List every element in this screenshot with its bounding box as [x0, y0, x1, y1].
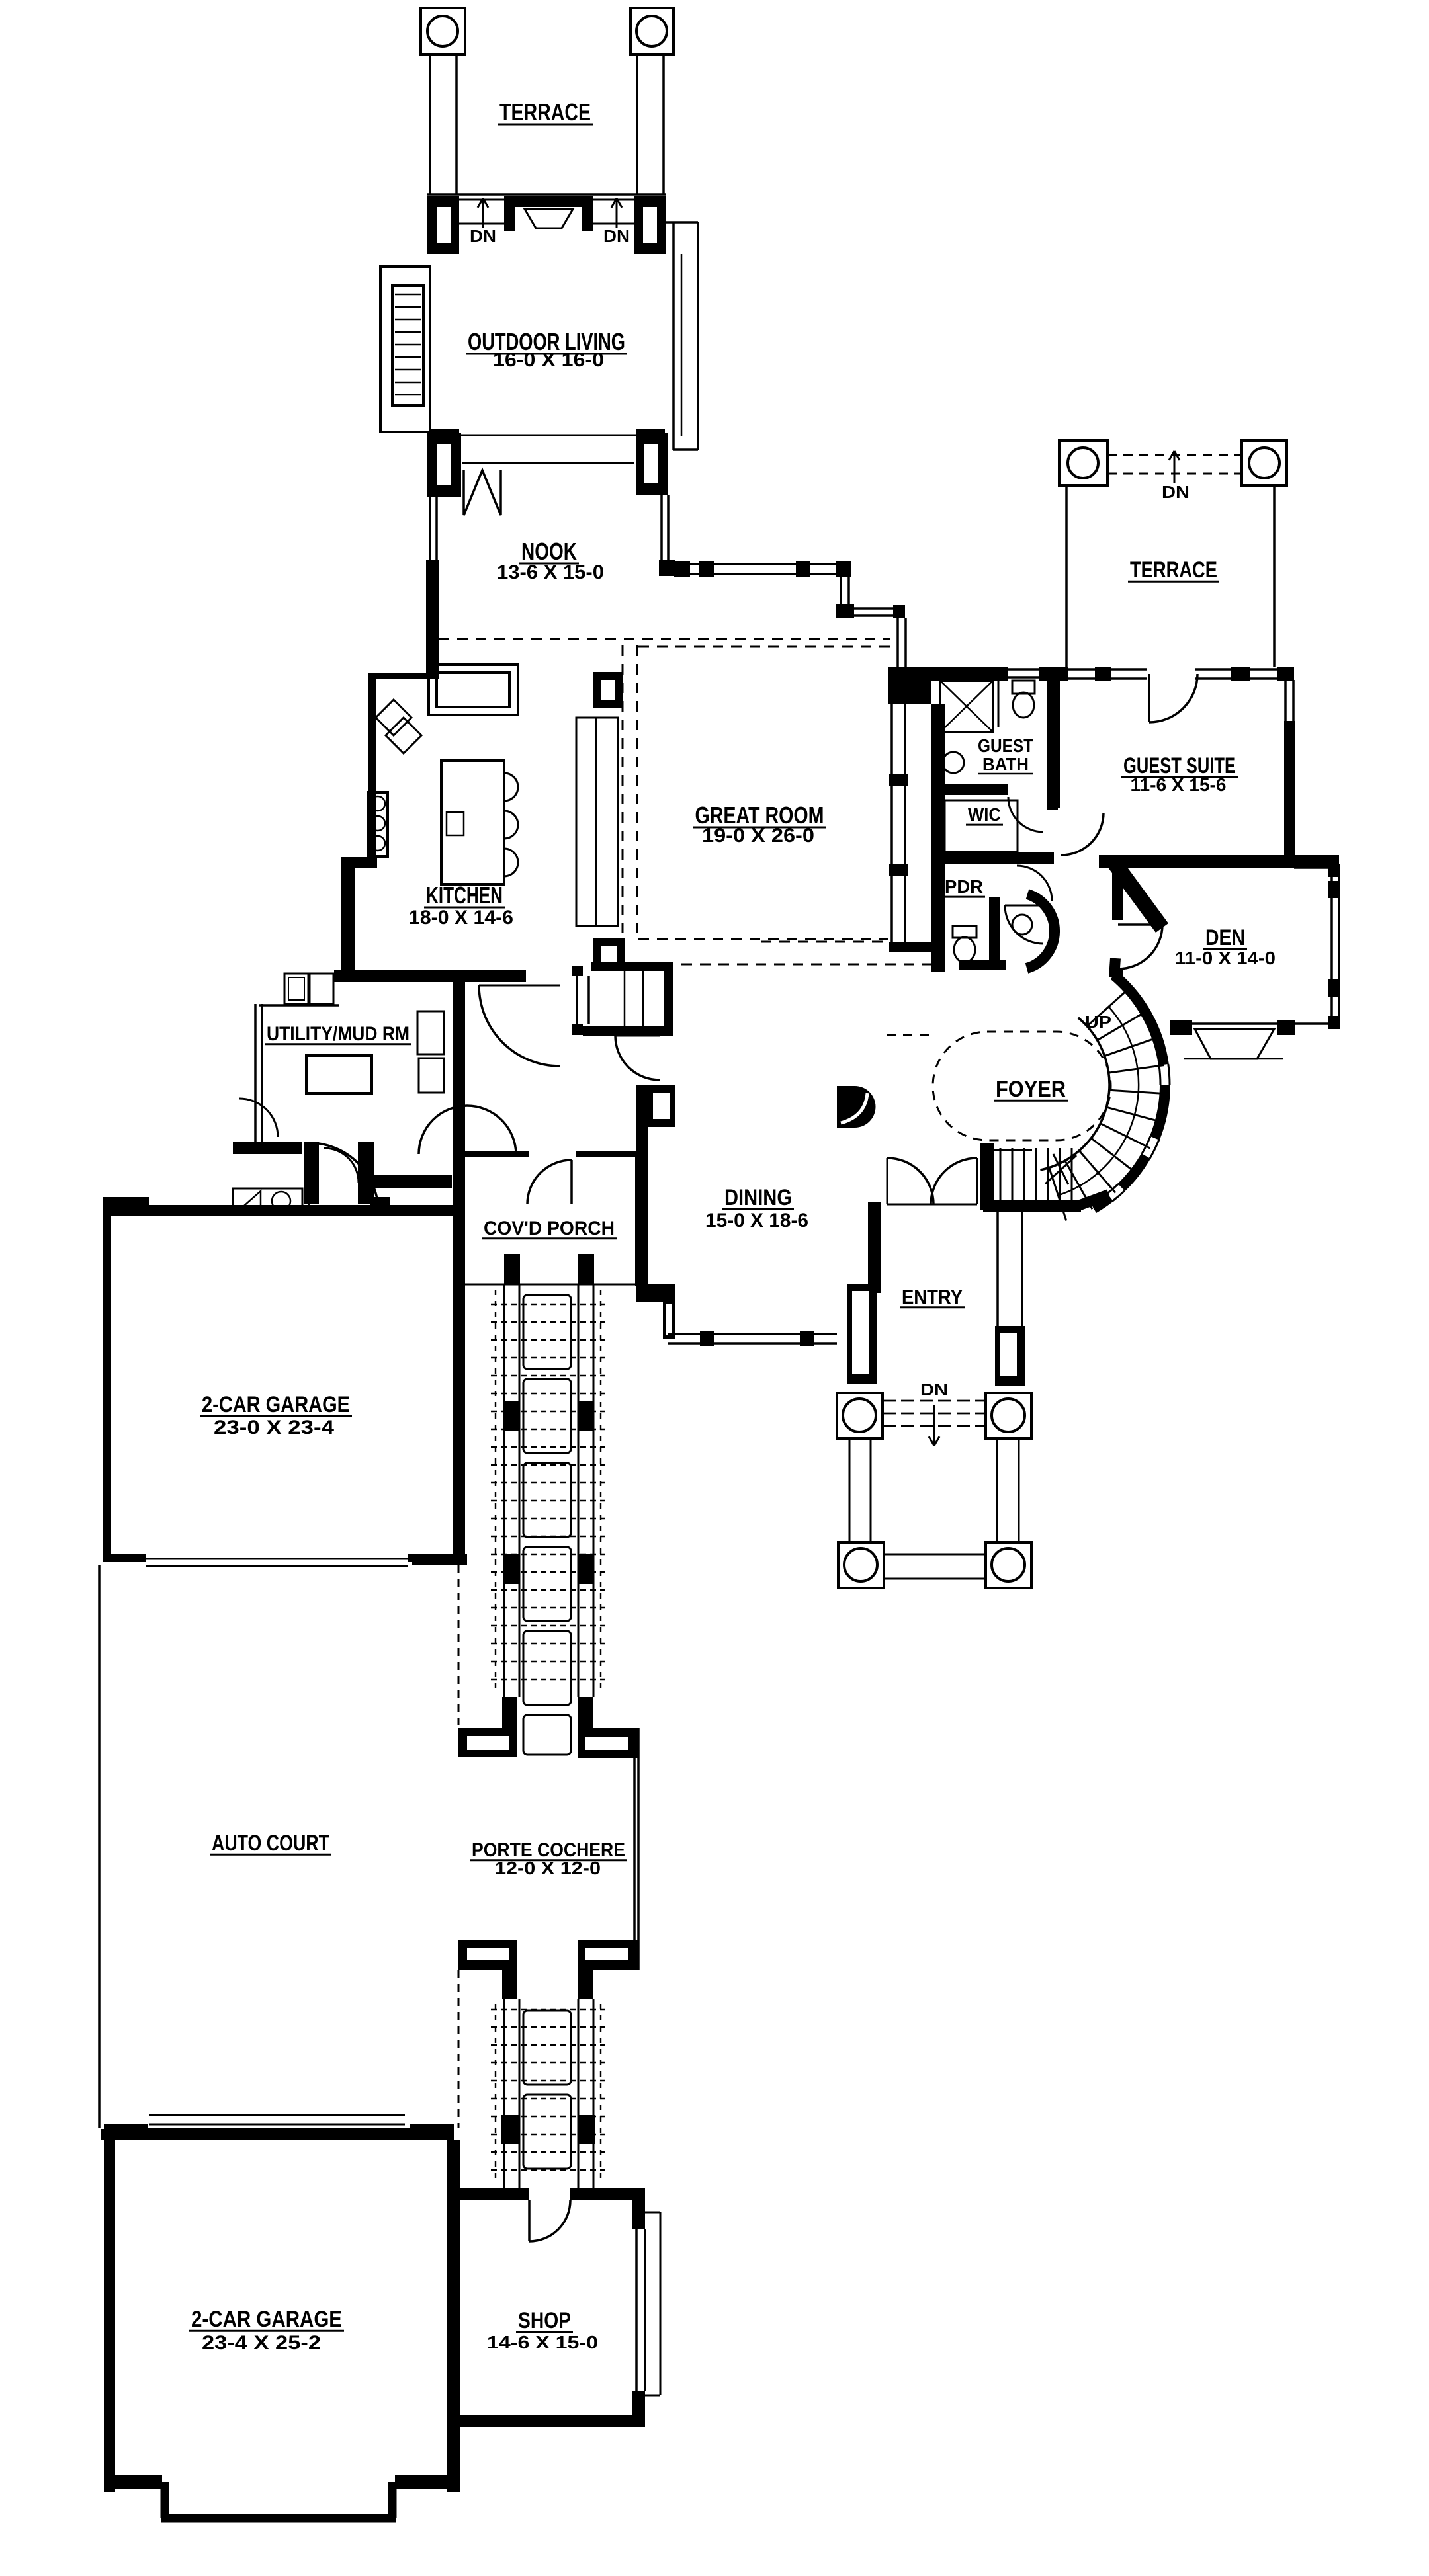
- svg-text:11-0 X 14-0: 11-0 X 14-0: [1175, 948, 1276, 968]
- svg-text:23-4 X 25-2: 23-4 X 25-2: [202, 2332, 321, 2354]
- svg-text:WIC: WIC: [968, 804, 1001, 825]
- svg-text:KITCHEN: KITCHEN: [426, 882, 503, 909]
- svg-text:16-0 X 16-0: 16-0 X 16-0: [493, 349, 604, 371]
- svg-text:DEN: DEN: [1205, 925, 1245, 950]
- svg-text:SHOP: SHOP: [518, 2308, 571, 2333]
- svg-text:2-CAR GARAGE: 2-CAR GARAGE: [191, 2307, 342, 2332]
- svg-text:DN: DN: [470, 226, 496, 246]
- svg-text:DN: DN: [920, 1380, 948, 1399]
- svg-text:15-0 X 18-6: 15-0 X 18-6: [705, 1210, 808, 1231]
- svg-text:12-0 X 12-0: 12-0 X 12-0: [495, 1858, 601, 1878]
- svg-text:14-6 X 15-0: 14-6 X 15-0: [487, 2332, 598, 2352]
- svg-text:23-0 X 23-4: 23-0 X 23-4: [214, 1417, 334, 1438]
- svg-text:19-0 X 26-0: 19-0 X 26-0: [702, 825, 814, 847]
- svg-text:COV'D PORCH: COV'D PORCH: [484, 1218, 615, 1239]
- svg-text:UTILITY/MUD RM: UTILITY/MUD RM: [267, 1023, 410, 1045]
- svg-text:ENTRY: ENTRY: [902, 1286, 963, 1308]
- svg-text:GUEST SUITE: GUEST SUITE: [1123, 753, 1236, 778]
- svg-text:13-6 X 15-0: 13-6 X 15-0: [497, 561, 604, 583]
- svg-text:GUEST: GUEST: [978, 735, 1033, 756]
- svg-text:OUTDOOR LIVING: OUTDOOR LIVING: [468, 328, 625, 355]
- svg-text:FOYER: FOYER: [996, 1077, 1066, 1102]
- svg-text:DINING: DINING: [724, 1185, 792, 1210]
- svg-text:2-CAR GARAGE: 2-CAR GARAGE: [202, 1392, 350, 1417]
- svg-text:DN: DN: [603, 226, 630, 246]
- svg-text:TERRACE: TERRACE: [499, 99, 591, 126]
- svg-text:NOOK: NOOK: [521, 538, 577, 565]
- svg-text:DN: DN: [1162, 482, 1190, 502]
- svg-text:GREAT ROOM: GREAT ROOM: [695, 802, 824, 829]
- svg-text:11-6 X 15-6: 11-6 X 15-6: [1131, 774, 1227, 795]
- svg-text:BATH: BATH: [982, 754, 1029, 774]
- svg-text:PORTE COCHERE: PORTE COCHERE: [472, 1839, 625, 1861]
- svg-text:PDR: PDR: [945, 876, 983, 897]
- svg-text:TERRACE: TERRACE: [1130, 558, 1217, 583]
- svg-text:18-0 X 14-6: 18-0 X 14-6: [409, 907, 513, 929]
- svg-text:AUTO COURT: AUTO COURT: [212, 1831, 329, 1856]
